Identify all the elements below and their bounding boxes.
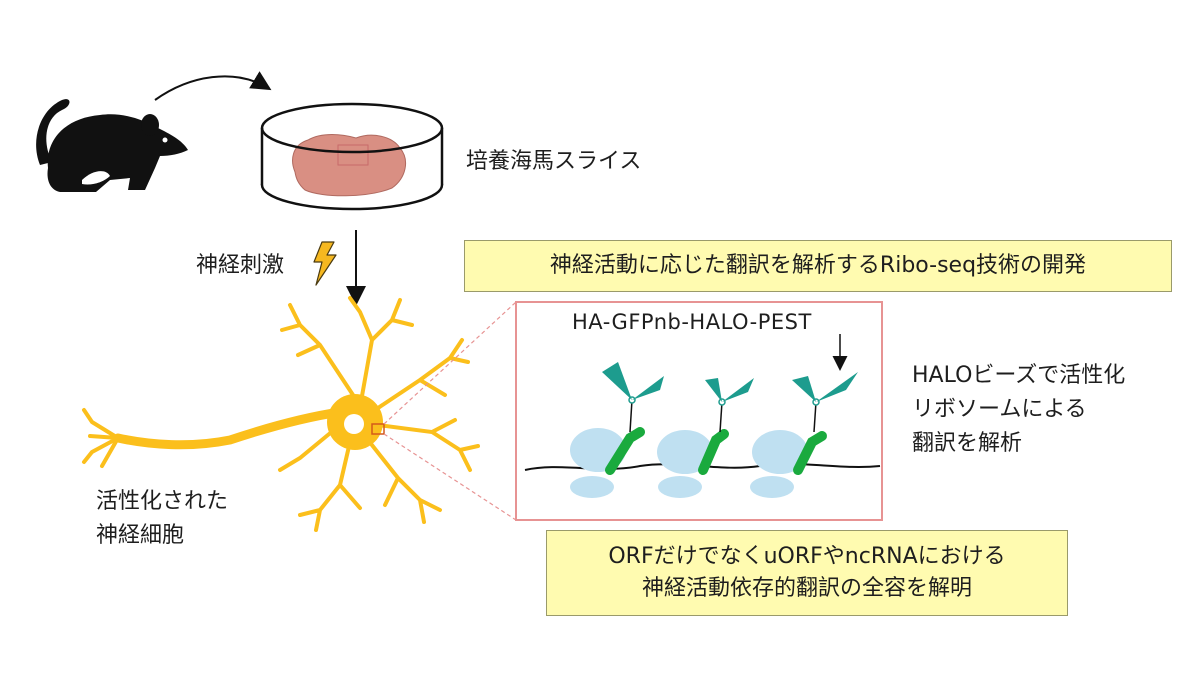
- development-box-text: 神経活動に応じた翻訳を解析するRibo-seq技術の開発: [549, 253, 1087, 278]
- findings-box-line1: ORFだけでなくuORFやncRNAにおける: [608, 544, 1006, 569]
- zoom-connector: [383, 301, 517, 521]
- findings-box-line2: 神経活動依存的翻訳の全容を解明: [641, 576, 972, 601]
- arrow-mouse-to-slice: [154, 71, 272, 101]
- slice-label: 培養海馬スライス: [466, 149, 642, 174]
- halo-beads-label-line1: HALOビーズで活性化: [912, 363, 1126, 388]
- ribosome-complex: [570, 362, 664, 498]
- halo-beads-label-line2: リボソームによる: [912, 397, 1087, 422]
- halo-beads-label-line3: 翻訳を解析: [912, 431, 1023, 456]
- mouse-icon: [36, 99, 188, 192]
- activated-neuron-label-line1: 活性化された: [96, 489, 229, 514]
- lightning-bolt-icon: [313, 241, 337, 286]
- neuron-icon: [82, 296, 480, 532]
- ribosome-complex: [657, 378, 754, 498]
- construct-label: HA-GFPnb-HALO-PEST: [572, 310, 812, 334]
- findings-box: ORFだけでなくuORFやncRNAにおける 神経活動依存的翻訳の全容を解明: [546, 530, 1068, 616]
- ribosome-complex: [750, 372, 858, 498]
- petri-dish-icon: [260, 102, 444, 211]
- development-box: 神経活動に応じた翻訳を解析するRibo-seq技術の開発: [464, 240, 1172, 292]
- activated-neuron-label-line2: 神経細胞: [96, 523, 185, 548]
- stimulation-label: 神経刺激: [196, 253, 285, 278]
